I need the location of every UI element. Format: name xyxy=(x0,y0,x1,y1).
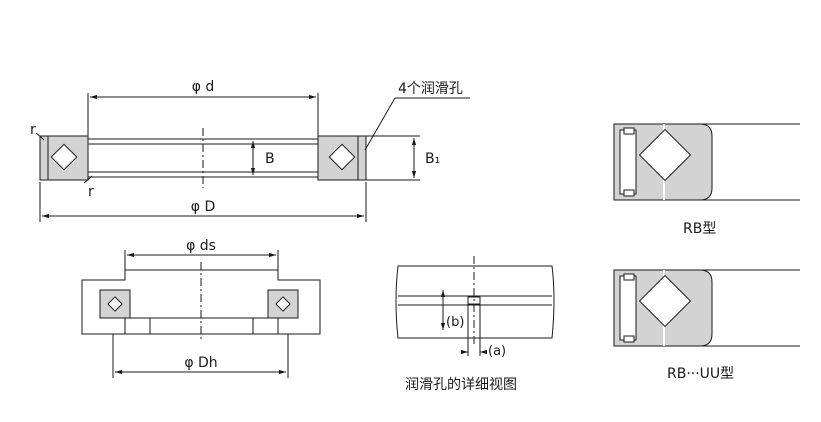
phi-d-label: φ d xyxy=(192,79,215,95)
right-roller xyxy=(328,143,356,171)
rb-roller xyxy=(638,128,692,182)
rbuu-type-caption: RB···UU型 xyxy=(667,366,735,382)
main-section-view xyxy=(35,93,470,222)
rbuu-roller xyxy=(638,274,692,328)
left-roller xyxy=(50,143,78,171)
rbuu-type-section xyxy=(613,269,800,347)
lube-holes-label: 4个润滑孔 xyxy=(398,80,463,97)
lube-hole-detail xyxy=(395,256,555,356)
phi-D-label: φ D xyxy=(191,199,215,215)
rb-type-caption: RB型 xyxy=(683,221,717,237)
B-label: B xyxy=(265,151,275,167)
detail-view-caption: 润滑孔的详细视图 xyxy=(405,377,517,393)
r-bottom-label: r xyxy=(88,184,94,200)
r-top-label: r xyxy=(30,122,36,138)
phi-ds-label: φ ds xyxy=(186,238,216,254)
B1-label: B₁ xyxy=(425,151,440,167)
mounting-view xyxy=(81,250,321,378)
dim-b-label: (b) xyxy=(446,315,464,330)
dim-a-label: (a) xyxy=(488,344,506,359)
phi-Dh-label: φ Dh xyxy=(184,355,217,371)
rb-type-section xyxy=(613,123,800,201)
